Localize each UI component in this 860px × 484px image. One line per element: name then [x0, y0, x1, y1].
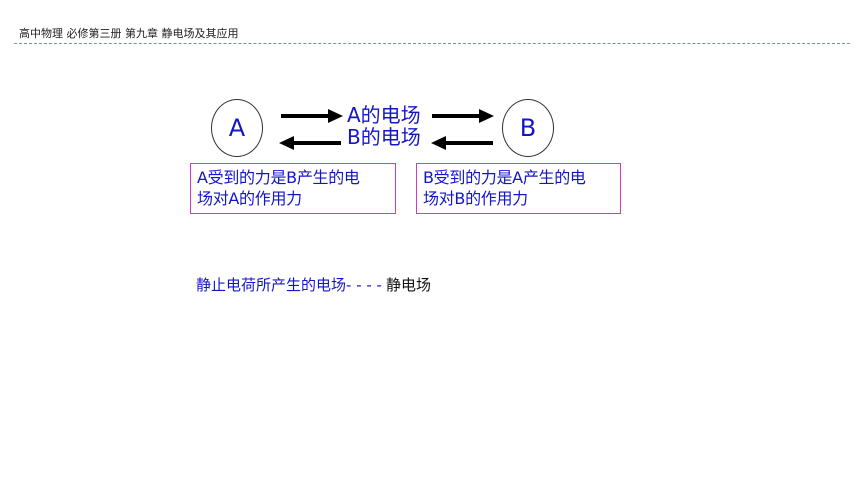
- definition-dashes: - - - -: [346, 276, 382, 294]
- arrow-right-icon: [281, 109, 343, 123]
- force-on-b-box: B受到的力是A产生的电 场对B的作用力: [416, 163, 621, 214]
- charge-b-circle: B: [502, 99, 554, 157]
- force-on-b-line2: 场对B的作用力: [423, 189, 528, 208]
- charge-b-label: B: [519, 114, 537, 142]
- force-on-b-line1: B受到的力是A产生的电: [423, 168, 586, 187]
- arrow-left-icon: [431, 136, 493, 150]
- static-field-term: 静电场: [386, 276, 432, 294]
- field-a-label: A的电场: [347, 103, 421, 127]
- definition-text: 静止电荷所产生的电场: [196, 276, 347, 294]
- charge-a-circle: A: [211, 99, 263, 157]
- charge-a-label: A: [228, 114, 246, 142]
- header-divider: [14, 43, 850, 44]
- arrow-left-icon: [279, 136, 341, 150]
- force-on-a-line2: 场对A的作用力: [197, 189, 302, 208]
- force-on-a-line1: A受到的力是B产生的电: [197, 168, 360, 187]
- static-field-definition: 静止电荷所产生的电场- - - -: [196, 274, 382, 295]
- force-on-a-box: A受到的力是B产生的电 场对A的作用力: [190, 163, 396, 214]
- header-title: 高中物理 必修第三册 第九章 静电场及其应用: [19, 27, 239, 40]
- arrow-right-icon: [432, 109, 494, 123]
- field-b-label: B的电场: [347, 125, 421, 149]
